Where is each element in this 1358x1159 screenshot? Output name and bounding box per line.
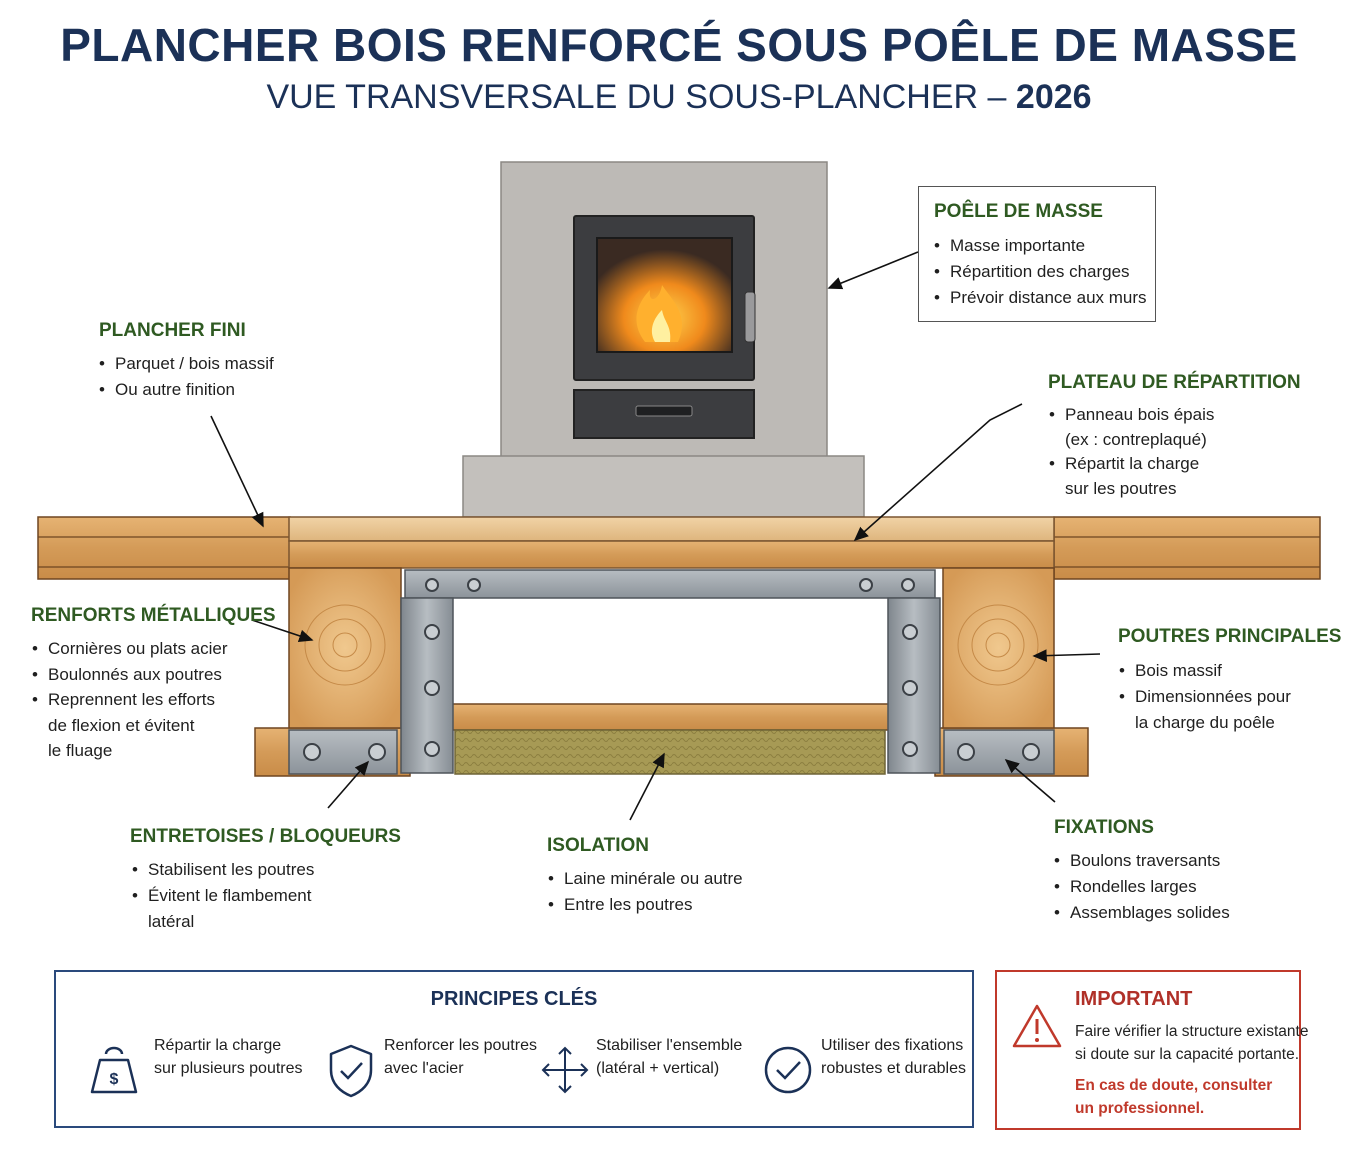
blocking-label-list: Stabilisent les poutres Évitent le flamb… (130, 857, 314, 935)
floor-cross-section-illustration (37, 161, 1321, 821)
subtitle-text: VUE TRANSVERSALE DU SOUS-PLANCHER – (266, 78, 1016, 116)
finished-floor-label-title: PLANCHER FINI (99, 320, 246, 341)
fixings-label-title: FIXATIONS (1054, 817, 1154, 838)
important-title: IMPORTANT (1075, 988, 1193, 1010)
principle-2: Renforcer les poutres avec l'acier (384, 1034, 537, 1080)
bolts (303, 578, 1040, 761)
blocking-item-text: Évitent le flambement (148, 886, 312, 905)
insulation-item: Laine minérale ou autre (546, 866, 743, 892)
beams-item-text: Dimensionnées pour (1135, 687, 1291, 706)
plate-label-list: Panneau bois épais (ex : contreplaqué) Ré… (1047, 403, 1214, 501)
insulation (454, 729, 886, 775)
important-text: Faire vérifier la structure existante si … (1075, 1020, 1308, 1066)
masonry-stove (462, 161, 865, 518)
plate-item: Panneau bois épais (ex : contreplaqué) (1047, 403, 1214, 452)
plate-item-cont: (ex : contreplaqué) (1065, 429, 1207, 449)
steel-item-cont: de flexion et évitent (48, 715, 195, 735)
important-warn2: un professionnel. (1075, 1100, 1205, 1117)
principle-2-line1: Renforcer les poutres (384, 1037, 537, 1054)
beams-item-cont: la charge du poêle (1135, 713, 1275, 732)
fixings-item: Rondelles larges (1052, 874, 1230, 900)
stove-item: Prévoir distance aux murs (932, 285, 1147, 311)
fixings-item: Assemblages solides (1052, 900, 1230, 926)
finished-floor (37, 516, 1321, 580)
plate-item-text: Panneau bois épais (1065, 405, 1215, 424)
steel-item: Cornières ou plats acier (30, 636, 228, 662)
main-beams (288, 567, 1055, 729)
beams-label-list: Bois massif Dimensionnées pour la charge … (1117, 658, 1291, 736)
plate-item-text: Répartit la charge (1065, 454, 1200, 473)
key-principles-panel: PRINCIPES CLÉS $ Répartir la charge sur p… (54, 970, 974, 1128)
distribution-plate (288, 516, 1055, 569)
finished-floor-label-list: Parquet / bois massif Ou autre finition (97, 351, 274, 403)
principle-2-line2: avec l'acier (384, 1060, 464, 1077)
blocking-label-title: ENTRETOISES / BLOQUEURS (130, 826, 401, 847)
principle-3: Stabiliser l'ensemble (latéral + vertical… (596, 1034, 742, 1080)
steel-label-list: Cornières ou plats acier Boulonnés aux p… (30, 636, 228, 764)
principle-1: Répartir la charge sur plusieurs poutres (154, 1034, 303, 1080)
steel-item-cont: le fluage (48, 741, 113, 760)
subtitle-year: 2026 (1015, 78, 1092, 116)
steel-label-title: RENFORTS MÉTALLIQUES (31, 605, 276, 626)
move-arrows-icon (541, 1046, 589, 1094)
important-line1: Faire vérifier la structure existante (1075, 1023, 1309, 1040)
check-circle-icon (764, 1046, 812, 1094)
insulation-label-title: ISOLATION (547, 835, 650, 856)
steel-item: Reprennent les efforts de flexion et évit… (30, 687, 228, 764)
finished-floor-item: Parquet / bois massif (97, 351, 274, 377)
weight-icon: $ (90, 1046, 138, 1094)
beams-item: Dimensionnées pour la charge du poêle (1117, 684, 1291, 736)
warning-icon (1012, 1004, 1062, 1048)
key-principles-title: PRINCIPES CLÉS (430, 988, 598, 1010)
principle-4: Utiliser des fixations robustes et durabl… (821, 1034, 966, 1080)
principle-4-line1: Utiliser des fixations (821, 1037, 964, 1054)
stove-label-list: Masse importante Répartition des charges… (932, 233, 1147, 311)
steel-item: Boulonnés aux poutres (30, 662, 228, 688)
principle-3-line1: Stabiliser l'ensemble (596, 1037, 743, 1054)
important-warning: En cas de doute, consulter un professionn… (1075, 1074, 1272, 1120)
stove-label-title: POÊLE DE MASSE (934, 201, 1103, 222)
shield-check-icon (329, 1044, 373, 1098)
beams-item: Bois massif (1117, 658, 1291, 684)
principle-1-line2: sur plusieurs poutres (154, 1060, 303, 1077)
plate-item: Répartit la charge sur les poutres (1047, 452, 1214, 501)
leader-lines (210, 251, 1101, 821)
blocking-item: Stabilisent les poutres (130, 857, 314, 883)
principle-1-line1: Répartir la charge (154, 1037, 282, 1054)
steel-item-text: Reprennent les efforts (48, 690, 215, 709)
principle-4-line2: robustes et durables (821, 1060, 966, 1077)
stove-item: Masse importante (932, 233, 1147, 259)
principle-3-line2: (latéral + vertical) (596, 1060, 720, 1077)
insulation-label-list: Laine minérale ou autre Entre les poutre… (546, 866, 743, 918)
page-subtitle: VUE TRANSVERSALE DU SOUS-PLANCHER – 2026 (0, 78, 1358, 117)
fixings-label-list: Boulons traversants Rondelles larges Ass… (1052, 848, 1230, 926)
important-warn1: En cas de doute, consulter (1075, 1077, 1273, 1094)
page-title: PLANCHER BOIS RENFORCÉ SOUS POÊLE DE MAS… (60, 19, 1298, 71)
important-panel: IMPORTANT Faire vérifier la structure ex… (995, 970, 1308, 1130)
plate-item-cont: sur les poutres (1065, 478, 1177, 498)
blocking-item: Évitent le flambement latéral (130, 883, 314, 935)
svg-text:$: $ (110, 1071, 119, 1088)
finished-floor-item: Ou autre finition (97, 377, 274, 403)
blocking-item-cont: latéral (148, 912, 195, 931)
beams-label-title: POUTRES PRINCIPALES (1118, 626, 1342, 647)
important-line2: si doute sur la capacité portante. (1075, 1046, 1300, 1063)
stove-item: Répartition des charges (932, 259, 1147, 285)
plate-label-title: PLATEAU DE RÉPARTITION (1048, 372, 1301, 393)
steel-reinforcements (288, 569, 1055, 775)
insulation-item: Entre les poutres (546, 892, 743, 918)
fixings-item: Boulons traversants (1052, 848, 1230, 874)
cross-blocking (446, 703, 890, 731)
